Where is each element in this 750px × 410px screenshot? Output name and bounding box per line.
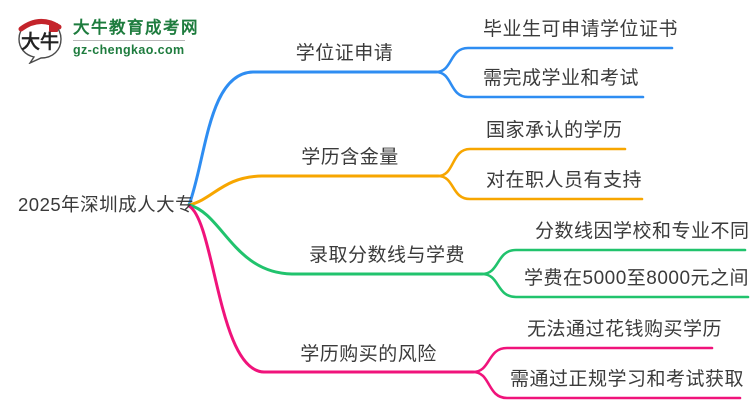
subtopic-credential-value-1: 国家承认的学历 bbox=[486, 120, 623, 141]
subtopic-degree-cert-2: 需完成学业和考试 bbox=[483, 68, 640, 89]
logo-seal bbox=[49, 23, 58, 32]
subtopic-scores-tuition-2: 学费在5000至8000元之间 bbox=[524, 268, 750, 289]
topic-degree-cert: 学位证申请 bbox=[295, 43, 394, 64]
branch-scores-tuition-child-line-2 bbox=[480, 272, 750, 299]
branch-degree-cert-main-line bbox=[187, 70, 438, 207]
branch-credential-value-child-line-1 bbox=[436, 147, 627, 178]
branch-degree-cert-child-line-2 bbox=[434, 70, 645, 99]
topic-credential-value: 学历含金量 bbox=[301, 147, 399, 168]
branch-credential-value-main-line bbox=[187, 174, 440, 207]
logo-bubble-icon: 大牛 bbox=[18, 19, 62, 64]
subtopic-scores-tuition-1: 分数线因学校和专业不同 bbox=[535, 221, 750, 242]
logo-divider bbox=[73, 40, 185, 41]
subtopic-credential-value-2: 对在职人员有支持 bbox=[486, 170, 643, 191]
root-topic: 2025年深圳成人大专 bbox=[18, 194, 195, 215]
topic-buying-risk: 学历购买的风险 bbox=[300, 344, 437, 365]
site-logo: 大牛 大牛教育成考网 gz-chengkao.com bbox=[14, 12, 199, 64]
branch-buying-risk-main-line bbox=[187, 204, 475, 374]
branch-scores-tuition-child-line-1 bbox=[480, 248, 747, 276]
subtopic-buying-risk-2: 需通过正规学习和考试获取 bbox=[510, 369, 745, 390]
branch-scores-tuition-main-line bbox=[187, 203, 484, 276]
logo-domain: gz-chengkao.com bbox=[73, 43, 185, 57]
branch-buying-risk-child-line-1 bbox=[471, 346, 714, 374]
subtopic-degree-cert-1: 毕业生可申请学位证书 bbox=[483, 19, 679, 40]
branch-degree-cert-child-line-1 bbox=[434, 46, 674, 74]
logo-title: 大牛教育成考网 bbox=[73, 19, 199, 37]
branch-buying-risk-child-line-2 bbox=[471, 370, 742, 400]
subtopic-buying-risk-1: 无法通过花钱购买学历 bbox=[527, 319, 723, 340]
logo-bubble-text: 大牛 bbox=[21, 30, 59, 53]
branch-credential-value-child-line-2 bbox=[436, 174, 644, 201]
topic-scores-tuition: 录取分数线与学费 bbox=[308, 245, 465, 266]
